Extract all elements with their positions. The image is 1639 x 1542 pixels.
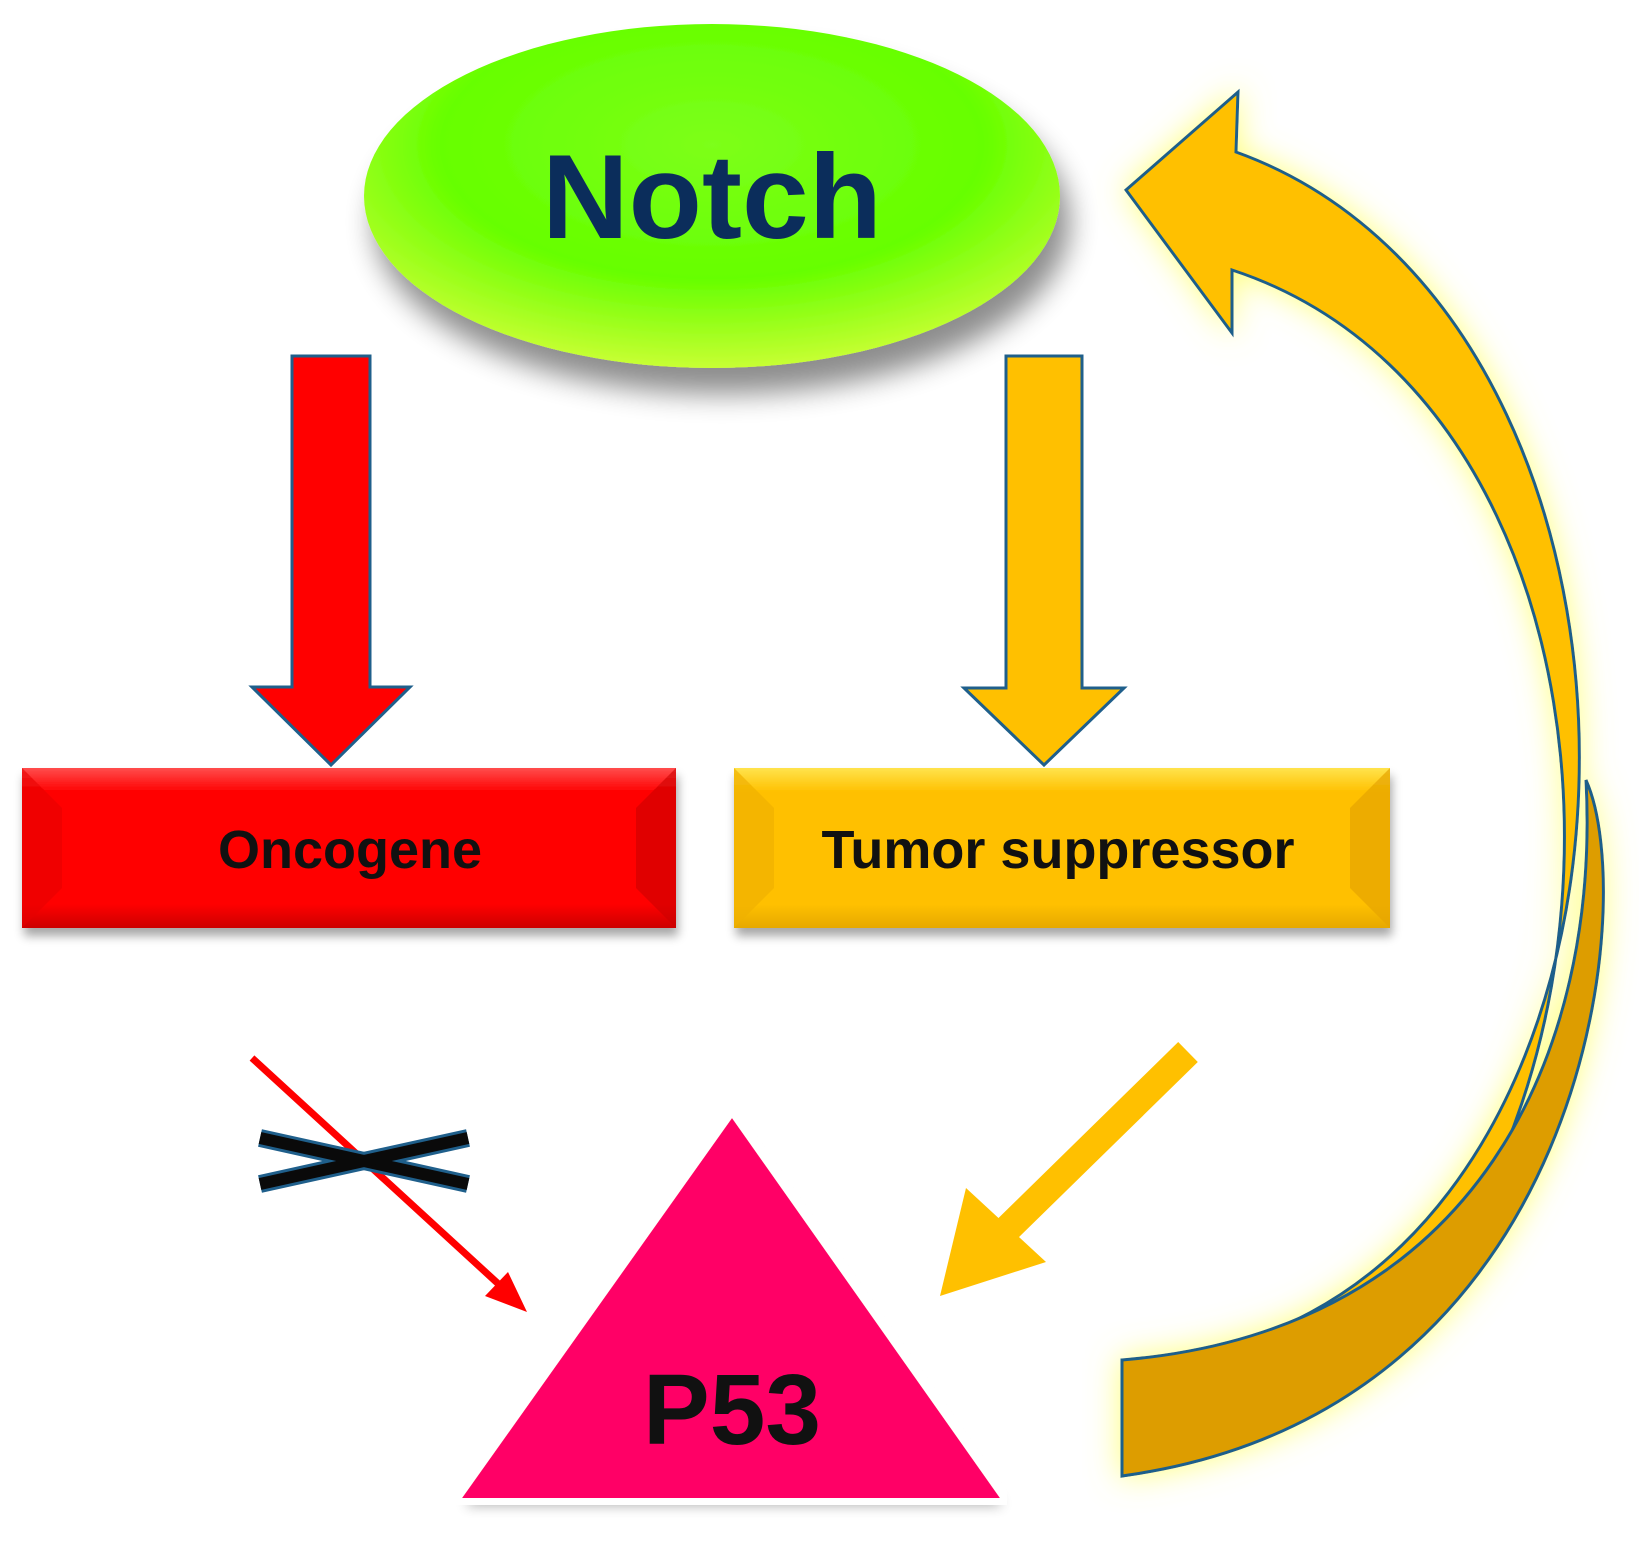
node-notch: [364, 24, 1060, 368]
node-tumor-suppressor: [734, 768, 1390, 928]
edge-tumor-suppressor-to-p53: [940, 1041, 1198, 1296]
edge-notch-to-oncogene: [248, 354, 414, 768]
notch-ellipse: [364, 24, 1060, 368]
oncogene-label: Oncogene: [218, 820, 482, 880]
oncogene-p53-arrowhead: [485, 1272, 527, 1312]
oncogene-box: [22, 768, 676, 928]
notch-label: Notch: [542, 130, 882, 264]
block-cross-icon: [258, 1129, 470, 1193]
curved-arrow-shade: [1120, 779, 1605, 1478]
node-p53: [462, 1118, 1000, 1498]
node-oncogene: [22, 768, 676, 928]
p53-label: P53: [643, 1354, 821, 1466]
tumor-suppressor-label: Tumor suppressor: [821, 820, 1294, 880]
oncogene-p53-arrow-line: [249, 1055, 508, 1293]
oncogene-bevel-left: [22, 768, 62, 928]
edge-p53-to-notch: [1120, 88, 1605, 1478]
tumor-suppressor-box: [734, 768, 1390, 928]
edge-notch-to-tumor-suppressor: [960, 354, 1128, 768]
tumor-suppressor-bevel-right: [1350, 768, 1390, 928]
oncogene-bevel-right: [636, 768, 676, 928]
edge-oncogene-to-p53-blocked: [249, 1055, 527, 1312]
tumor-suppressor-bevel-left: [734, 768, 774, 928]
p53-triangle: [462, 1118, 1000, 1498]
tumor-suppressor-p53-arrow-line: [984, 1041, 1198, 1253]
tumor-suppressor-p53-arrowhead: [940, 1188, 1046, 1296]
